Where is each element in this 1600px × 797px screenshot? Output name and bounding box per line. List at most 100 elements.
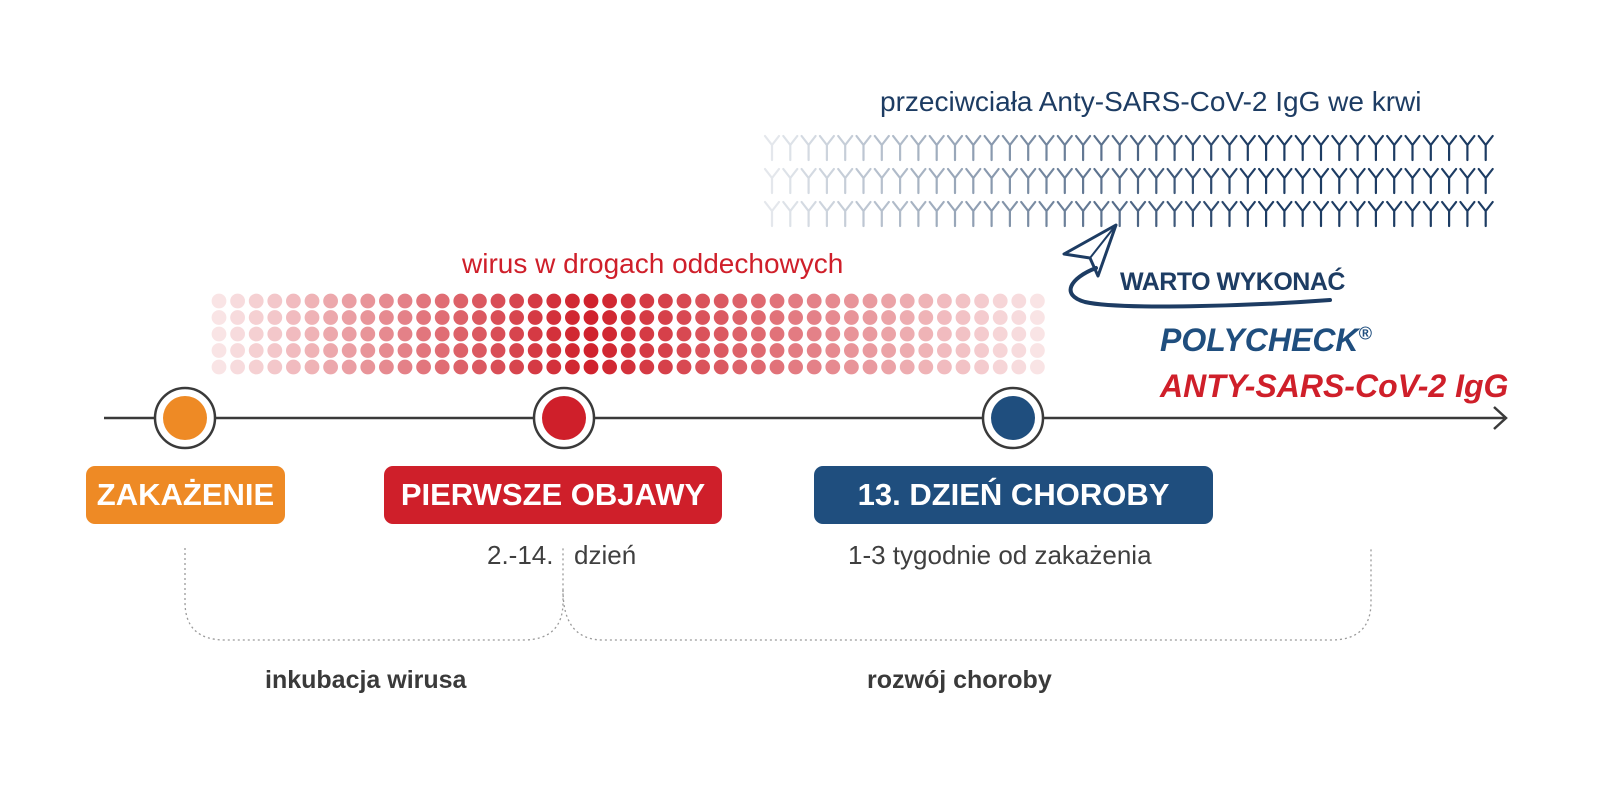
antibody-icon bbox=[837, 167, 854, 195]
antibody-icon bbox=[1312, 134, 1330, 162]
virus-dot bbox=[881, 293, 896, 309]
virus-dot bbox=[323, 326, 338, 342]
virus-dot bbox=[546, 326, 562, 342]
antibody-icon bbox=[1239, 200, 1256, 228]
antibody-icon bbox=[1038, 200, 1055, 228]
virus-dot bbox=[397, 310, 413, 325]
virus-dot bbox=[955, 359, 971, 375]
virus-dot bbox=[992, 310, 1008, 325]
antibody-icon bbox=[1422, 167, 1439, 195]
virus-dot bbox=[267, 326, 283, 342]
antibody-icon bbox=[1166, 134, 1183, 162]
virus-dot bbox=[472, 359, 487, 375]
virus-dot bbox=[862, 359, 878, 375]
virus-dot bbox=[360, 326, 376, 342]
virus-dot bbox=[416, 359, 431, 375]
antibody-icon bbox=[1258, 200, 1275, 228]
virus-dot bbox=[490, 359, 506, 375]
antibody-icon bbox=[1001, 200, 1018, 228]
virus-dot bbox=[416, 343, 431, 358]
antibody-icon bbox=[1203, 200, 1220, 228]
antibody-icon bbox=[1111, 134, 1128, 162]
antibody-icon bbox=[855, 200, 872, 228]
virus-dot bbox=[862, 343, 878, 358]
virus-dot bbox=[527, 310, 543, 325]
antibody-icon bbox=[855, 167, 872, 195]
virus-dot bbox=[974, 310, 989, 325]
virus-dot bbox=[1011, 326, 1027, 342]
antibody-icon bbox=[1203, 134, 1220, 162]
antibody-icon bbox=[1020, 134, 1037, 162]
virus-dot bbox=[602, 343, 617, 358]
antibody-icon bbox=[1129, 134, 1147, 162]
virus-dot bbox=[248, 310, 264, 325]
virus-dot bbox=[695, 293, 710, 309]
antibody-icon bbox=[1221, 167, 1238, 195]
virus-dot bbox=[769, 326, 785, 342]
virus-dot bbox=[583, 310, 599, 325]
antibody-icon bbox=[1075, 134, 1092, 162]
antibody-icon bbox=[763, 200, 781, 228]
virus-dot bbox=[434, 359, 450, 375]
antibody-icon bbox=[1148, 200, 1165, 228]
virus-dot bbox=[881, 359, 896, 375]
marker-first-symptoms bbox=[532, 386, 596, 450]
antibody-icon bbox=[1349, 200, 1366, 228]
virus-dot bbox=[267, 293, 283, 309]
promo-cta: WARTO WYKONAĆ bbox=[1120, 268, 1345, 296]
antibody-icon bbox=[873, 134, 890, 162]
virus-dot bbox=[341, 359, 357, 375]
antibody-icon bbox=[1056, 167, 1073, 195]
antibody-icon bbox=[1056, 200, 1073, 228]
virus-dot bbox=[658, 293, 673, 309]
virus-dot bbox=[732, 310, 748, 325]
virus-dot bbox=[379, 359, 394, 375]
virus-dot bbox=[658, 310, 673, 325]
promo-product-name: POLYCHECK bbox=[1160, 322, 1359, 358]
virus-dot-matrix bbox=[211, 293, 1045, 375]
antibody-icon bbox=[763, 134, 781, 162]
virus-dot bbox=[713, 326, 729, 342]
virus-dot bbox=[416, 293, 431, 309]
virus-dot bbox=[509, 326, 524, 342]
antibody-icon bbox=[1001, 134, 1018, 162]
stage-label-day13: 13. DZIEŃ CHOROBY bbox=[814, 466, 1213, 524]
virus-dot bbox=[955, 310, 971, 325]
antibody-icon bbox=[818, 200, 835, 228]
virus-dot bbox=[639, 343, 655, 358]
virus-dot bbox=[304, 326, 320, 342]
virus-dot bbox=[713, 310, 729, 325]
virus-dot bbox=[397, 343, 413, 358]
virus-dot bbox=[248, 293, 264, 309]
antibody-icon bbox=[1129, 200, 1147, 228]
antibody-icon bbox=[855, 134, 872, 162]
antibody-icon bbox=[1459, 134, 1476, 162]
virus-dot bbox=[751, 343, 766, 358]
antibody-icon bbox=[800, 200, 817, 228]
antibody-icon bbox=[1111, 200, 1128, 228]
virus-dot bbox=[453, 343, 469, 358]
virus-dot bbox=[620, 359, 636, 375]
antibody-icon bbox=[892, 134, 909, 162]
antibody-icon bbox=[928, 134, 945, 162]
virus-dot bbox=[565, 326, 580, 342]
virus-dot bbox=[434, 310, 450, 325]
virus-dot bbox=[769, 343, 785, 358]
virus-dot bbox=[453, 310, 469, 325]
virus-dot bbox=[490, 293, 506, 309]
virus-dot bbox=[751, 293, 766, 309]
antibody-icon bbox=[1422, 200, 1439, 228]
virus-dot bbox=[862, 310, 878, 325]
antibody-icon bbox=[1148, 167, 1165, 195]
virus-dot bbox=[769, 310, 785, 325]
antibody-icon bbox=[1221, 134, 1238, 162]
virus-dot bbox=[1030, 310, 1045, 325]
virus-dot bbox=[211, 326, 227, 342]
virus-dot bbox=[899, 359, 915, 375]
virus-dot bbox=[472, 293, 487, 309]
virus-dot bbox=[527, 326, 543, 342]
virus-dot bbox=[844, 326, 859, 342]
virus-dot bbox=[806, 359, 822, 375]
virus-dot bbox=[397, 359, 413, 375]
antibody-icon bbox=[837, 134, 854, 162]
